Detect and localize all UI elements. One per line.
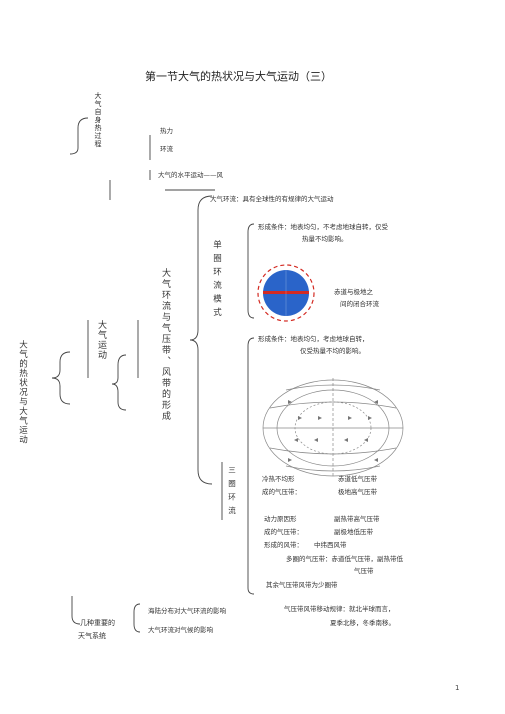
belt-move-line2: 夏季北移，冬季南移。	[330, 619, 395, 627]
three-condition-line1: 形成条件：地表均匀，考虑地球自转，	[258, 335, 369, 343]
hot-force-label: 热力	[160, 127, 173, 135]
several-systems-line2: 天气系统	[78, 632, 106, 640]
circulation-definition: 大气环流：具有全球性的有规律的大气运动	[210, 195, 334, 203]
horizontal-wind-label: 大气的水平运动——风	[158, 171, 223, 179]
three-cell-label: 三圈环流	[227, 466, 237, 520]
side-label-main: 大气的热状况与大气运动	[17, 340, 28, 445]
three-row3-a: 动力原因形	[264, 515, 297, 523]
single-condition-line1: 形成条件：地表均匀，不考虑地球自转，仅受	[258, 223, 388, 231]
three-row8: 其余气压带风带为少圈带	[266, 581, 338, 589]
three-row7: 气压带	[354, 567, 374, 575]
three-row1-b: 赤道低气压带	[338, 475, 377, 483]
three-row1-a: 冷热不均形	[262, 475, 295, 483]
single-result-line2: 间的闭合环流	[340, 300, 379, 308]
three-row4-b: 副极地低压带	[334, 528, 373, 536]
climate-effect: 大气环流对气候的影响	[148, 626, 213, 634]
three-row2-a: 成的气压带：	[262, 488, 301, 496]
hot-circulation-label: 环流	[160, 145, 173, 153]
side-label-process: 大气自身热过程	[94, 92, 102, 148]
three-row6: 多圈的气压带：赤道低气压带，副热带低	[286, 555, 403, 563]
several-systems-line1: 几种重要的	[80, 619, 115, 627]
three-cell-globe-diagram	[262, 378, 404, 478]
three-row2-b: 极地高气压带	[338, 488, 377, 496]
single-condition-line2: 热量不均影响。	[302, 235, 348, 243]
page-title: 第一节大气的热状况与大气运动（三）	[145, 70, 332, 83]
belt-move-line1: 气压带风带移动规律：就北半球而言，	[284, 605, 395, 613]
three-row3-b: 副热带高气压带	[334, 515, 380, 523]
three-condition-line2: 仅受热量不均的影响。	[300, 347, 365, 355]
three-row4-a: 成的气压带：	[264, 528, 303, 536]
formation-label: 大气环流与气压带、风带的形成	[160, 268, 170, 422]
page-number: 1	[455, 684, 460, 692]
land-sea-effect: 海陆分布对大气环流的影响	[148, 607, 226, 615]
three-row5-a: 形成的风带：	[264, 541, 303, 549]
three-row5-b: 中纬西风带	[314, 541, 347, 549]
single-result-line1: 赤道与极地之	[334, 288, 373, 296]
atmosphere-motion-label: 大气运动	[96, 320, 106, 360]
single-cell-label: 单圈环流模式	[211, 240, 222, 321]
single-cell-globe-diagram	[257, 264, 315, 322]
